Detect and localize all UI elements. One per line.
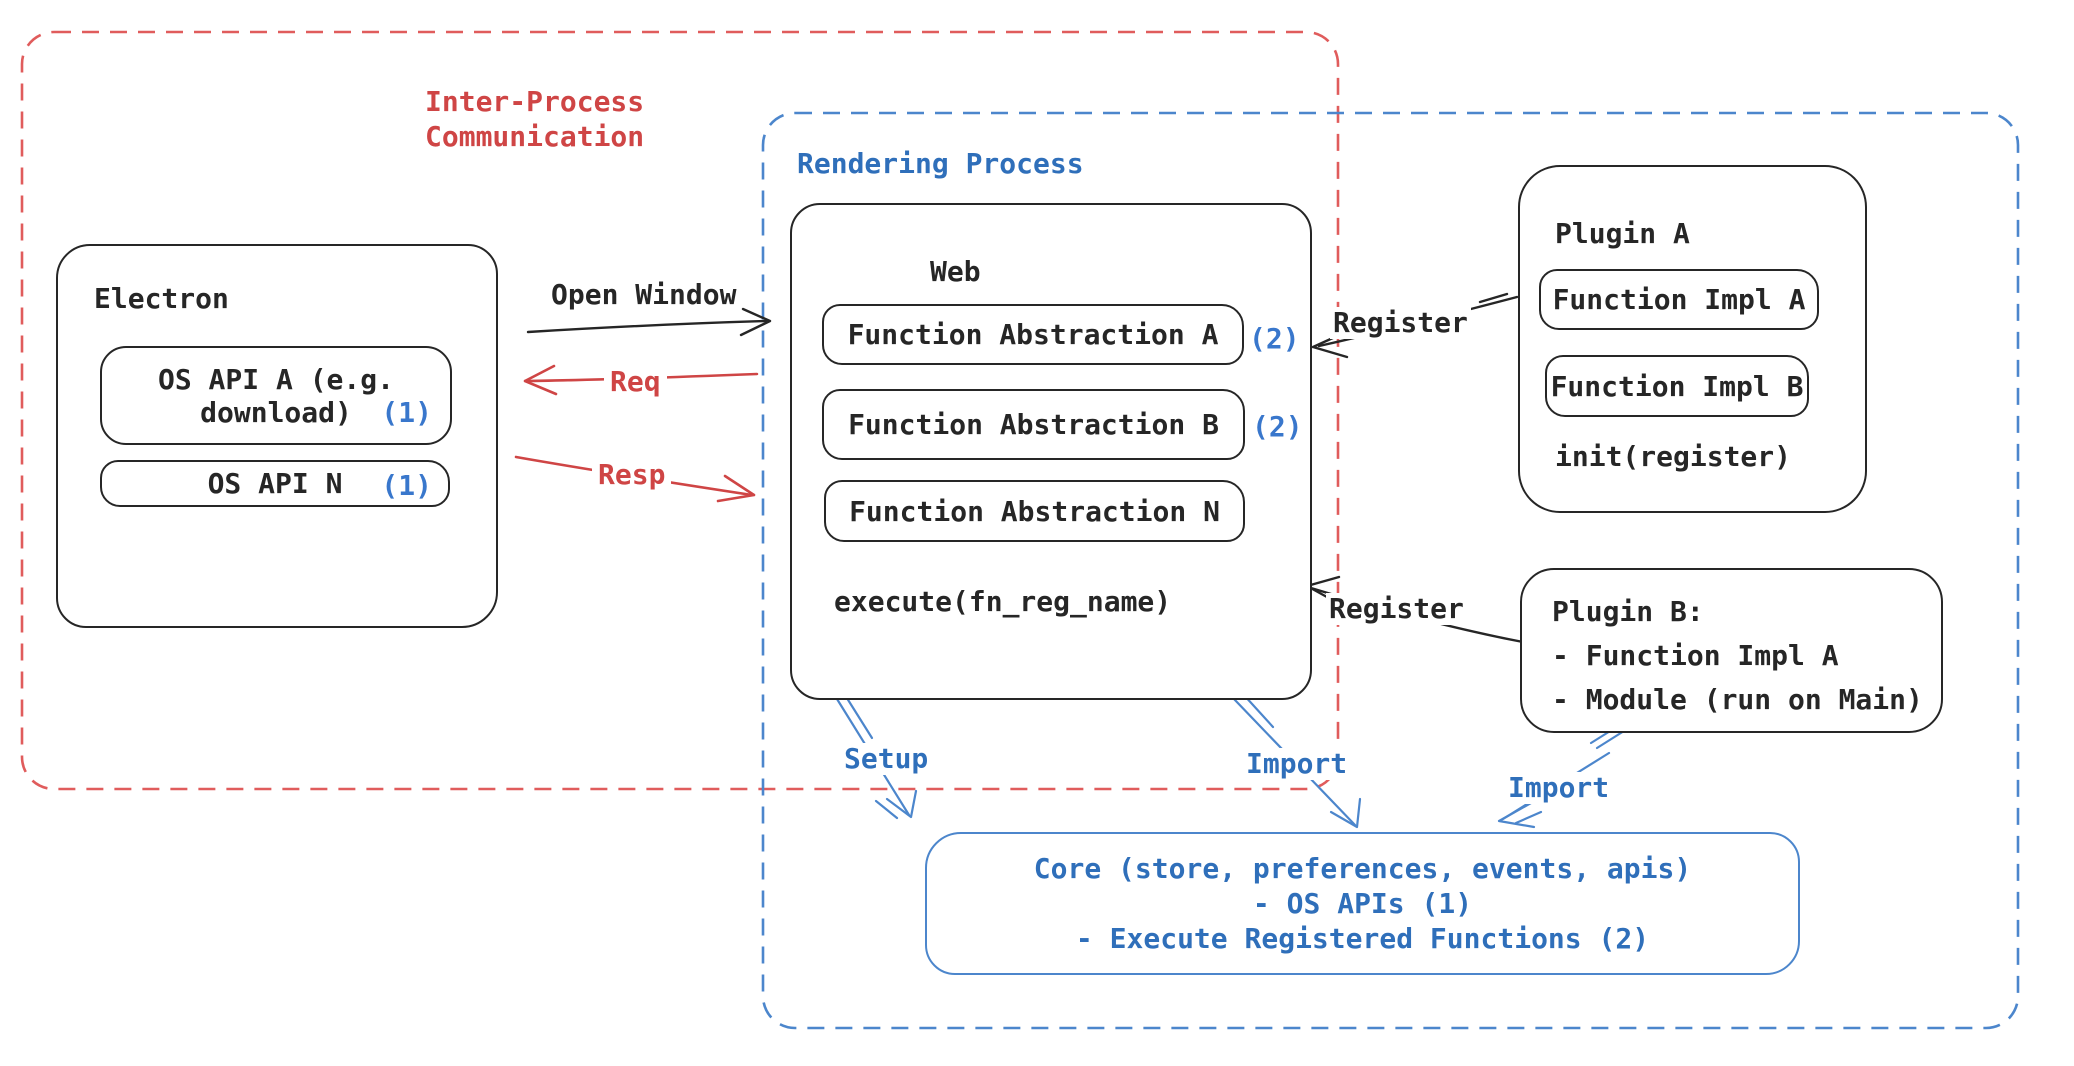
plugin-a-box: Plugin A Function Impl A Function Impl B… [1518, 165, 1867, 513]
function-impl-a-box: Function Impl A [1539, 269, 1819, 330]
function-impl-a-label: Function Impl A [1552, 283, 1806, 316]
ipc-title-line2: Communication [425, 120, 645, 153]
plugin-b-title: Plugin B: [1552, 595, 1704, 628]
core-execute-registered: - Execute Registered Functions (2) [1075, 922, 1650, 955]
req-label: Req [604, 366, 667, 398]
function-abstraction-b-box: Function Abstraction B [822, 389, 1245, 460]
core-box: Core (store, preferences, events, apis) … [925, 832, 1800, 975]
init-register-label: init(register) [1555, 440, 1792, 473]
os-api-a-line1: OS API A (e.g. [157, 362, 394, 396]
core-title: Core (store, preferences, events, apis) [1033, 852, 1692, 885]
function-impl-b-box: Function Impl B [1545, 355, 1809, 417]
register-b-label: Register [1326, 593, 1467, 625]
open-window-arrow [526, 307, 772, 337]
plugin-b-impl-a: - Function Impl A [1552, 639, 1839, 672]
function-abstraction-a-box: Function Abstraction A [822, 304, 1244, 365]
open-window-label: Open Window [551, 278, 737, 311]
plugin-b-box: Plugin B: - Function Impl A - Module (ru… [1520, 568, 1943, 733]
ipc-region-title: Inter-Process Communication [425, 84, 644, 154]
os-api-a-box: OS API A (e.g. download) (1) [100, 346, 452, 445]
function-impl-b-label: Function Impl B [1550, 369, 1804, 403]
function-abstraction-a-badge: (2) [1249, 322, 1300, 355]
import-web-label: Import [1240, 748, 1354, 780]
plugin-b-lines: Plugin B: - Function Impl A - Module (ru… [1552, 590, 1923, 722]
os-api-n-label: OS API N [207, 467, 343, 500]
ipc-title-line1: Inter-Process [425, 85, 645, 118]
register-a-label: Register [1330, 307, 1471, 339]
os-api-a-badge: (1) [381, 396, 432, 429]
core-os-apis: - OS APIs (1) [1252, 887, 1473, 920]
function-abstraction-b-label: Function Abstraction B [848, 408, 1219, 441]
web-title: Web [930, 255, 981, 288]
os-api-a-line2: download) [200, 395, 352, 429]
execute-label: execute(fn_reg_name) [834, 585, 1172, 618]
setup-label: Setup [838, 743, 935, 775]
import-plugin-label: Import [1502, 772, 1616, 804]
plugin-b-module: - Module (run on Main) [1552, 683, 1923, 716]
rendering-region-title: Rendering Process [797, 147, 1084, 180]
resp-label: Resp [592, 459, 672, 491]
plugin-a-title: Plugin A [1555, 217, 1690, 250]
ipc-region-border [20, 30, 1340, 791]
function-abstraction-a-label: Function Abstraction A [847, 318, 1219, 351]
os-api-n-box: OS API N (1) [100, 460, 450, 507]
function-abstraction-n-box: Function Abstraction N [824, 480, 1245, 542]
rendering-region-border [761, 111, 2020, 1030]
os-api-n-badge: (1) [381, 469, 432, 502]
function-abstraction-n-label: Function Abstraction N [849, 494, 1220, 528]
electron-title: Electron [94, 282, 229, 315]
function-abstraction-b-badge: (2) [1252, 410, 1303, 443]
electron-box: Electron OS API A (e.g. download) (1) OS… [56, 244, 498, 628]
web-box: Web Function Abstraction A (2) Function … [790, 203, 1312, 700]
